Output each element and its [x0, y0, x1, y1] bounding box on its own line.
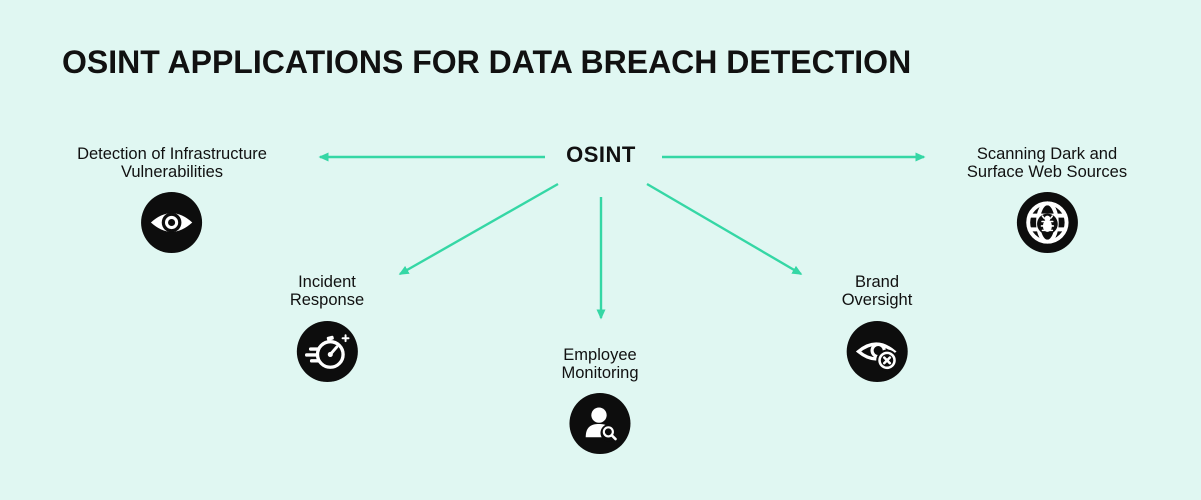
node-scanning-web-sources: Scanning Dark and Surface Web Sources	[967, 145, 1127, 254]
node-label: Detection of Infrastructure Vulnerabilit…	[77, 145, 267, 181]
page-title: OSINT APPLICATIONS FOR DATA BREACH DETEC…	[62, 44, 912, 80]
node-label: Scanning Dark and Surface Web Sources	[966, 145, 1128, 181]
node-label: Incident Response	[289, 273, 365, 309]
node-employee-monitoring: Employee Monitoring	[561, 346, 639, 455]
eye-icon	[141, 191, 203, 254]
node-detection-infrastructure: Detection of Infrastructure Vulnerabilit…	[77, 145, 267, 254]
eye-off-icon	[846, 320, 908, 383]
node-label: Employee Monitoring	[561, 346, 639, 382]
node-label: Brand Oversight	[841, 273, 913, 309]
node-incident-response: Incident Response	[290, 273, 364, 383]
person-search-icon	[569, 392, 631, 455]
stopwatch-icon	[296, 320, 358, 383]
arrow-to-brand	[646, 182, 803, 276]
arrow-to-incident	[398, 182, 559, 276]
center-node-osint: OSINT	[566, 142, 636, 167]
node-brand-oversight: Brand Oversight	[841, 273, 913, 383]
globe-bug-icon	[1016, 191, 1078, 254]
